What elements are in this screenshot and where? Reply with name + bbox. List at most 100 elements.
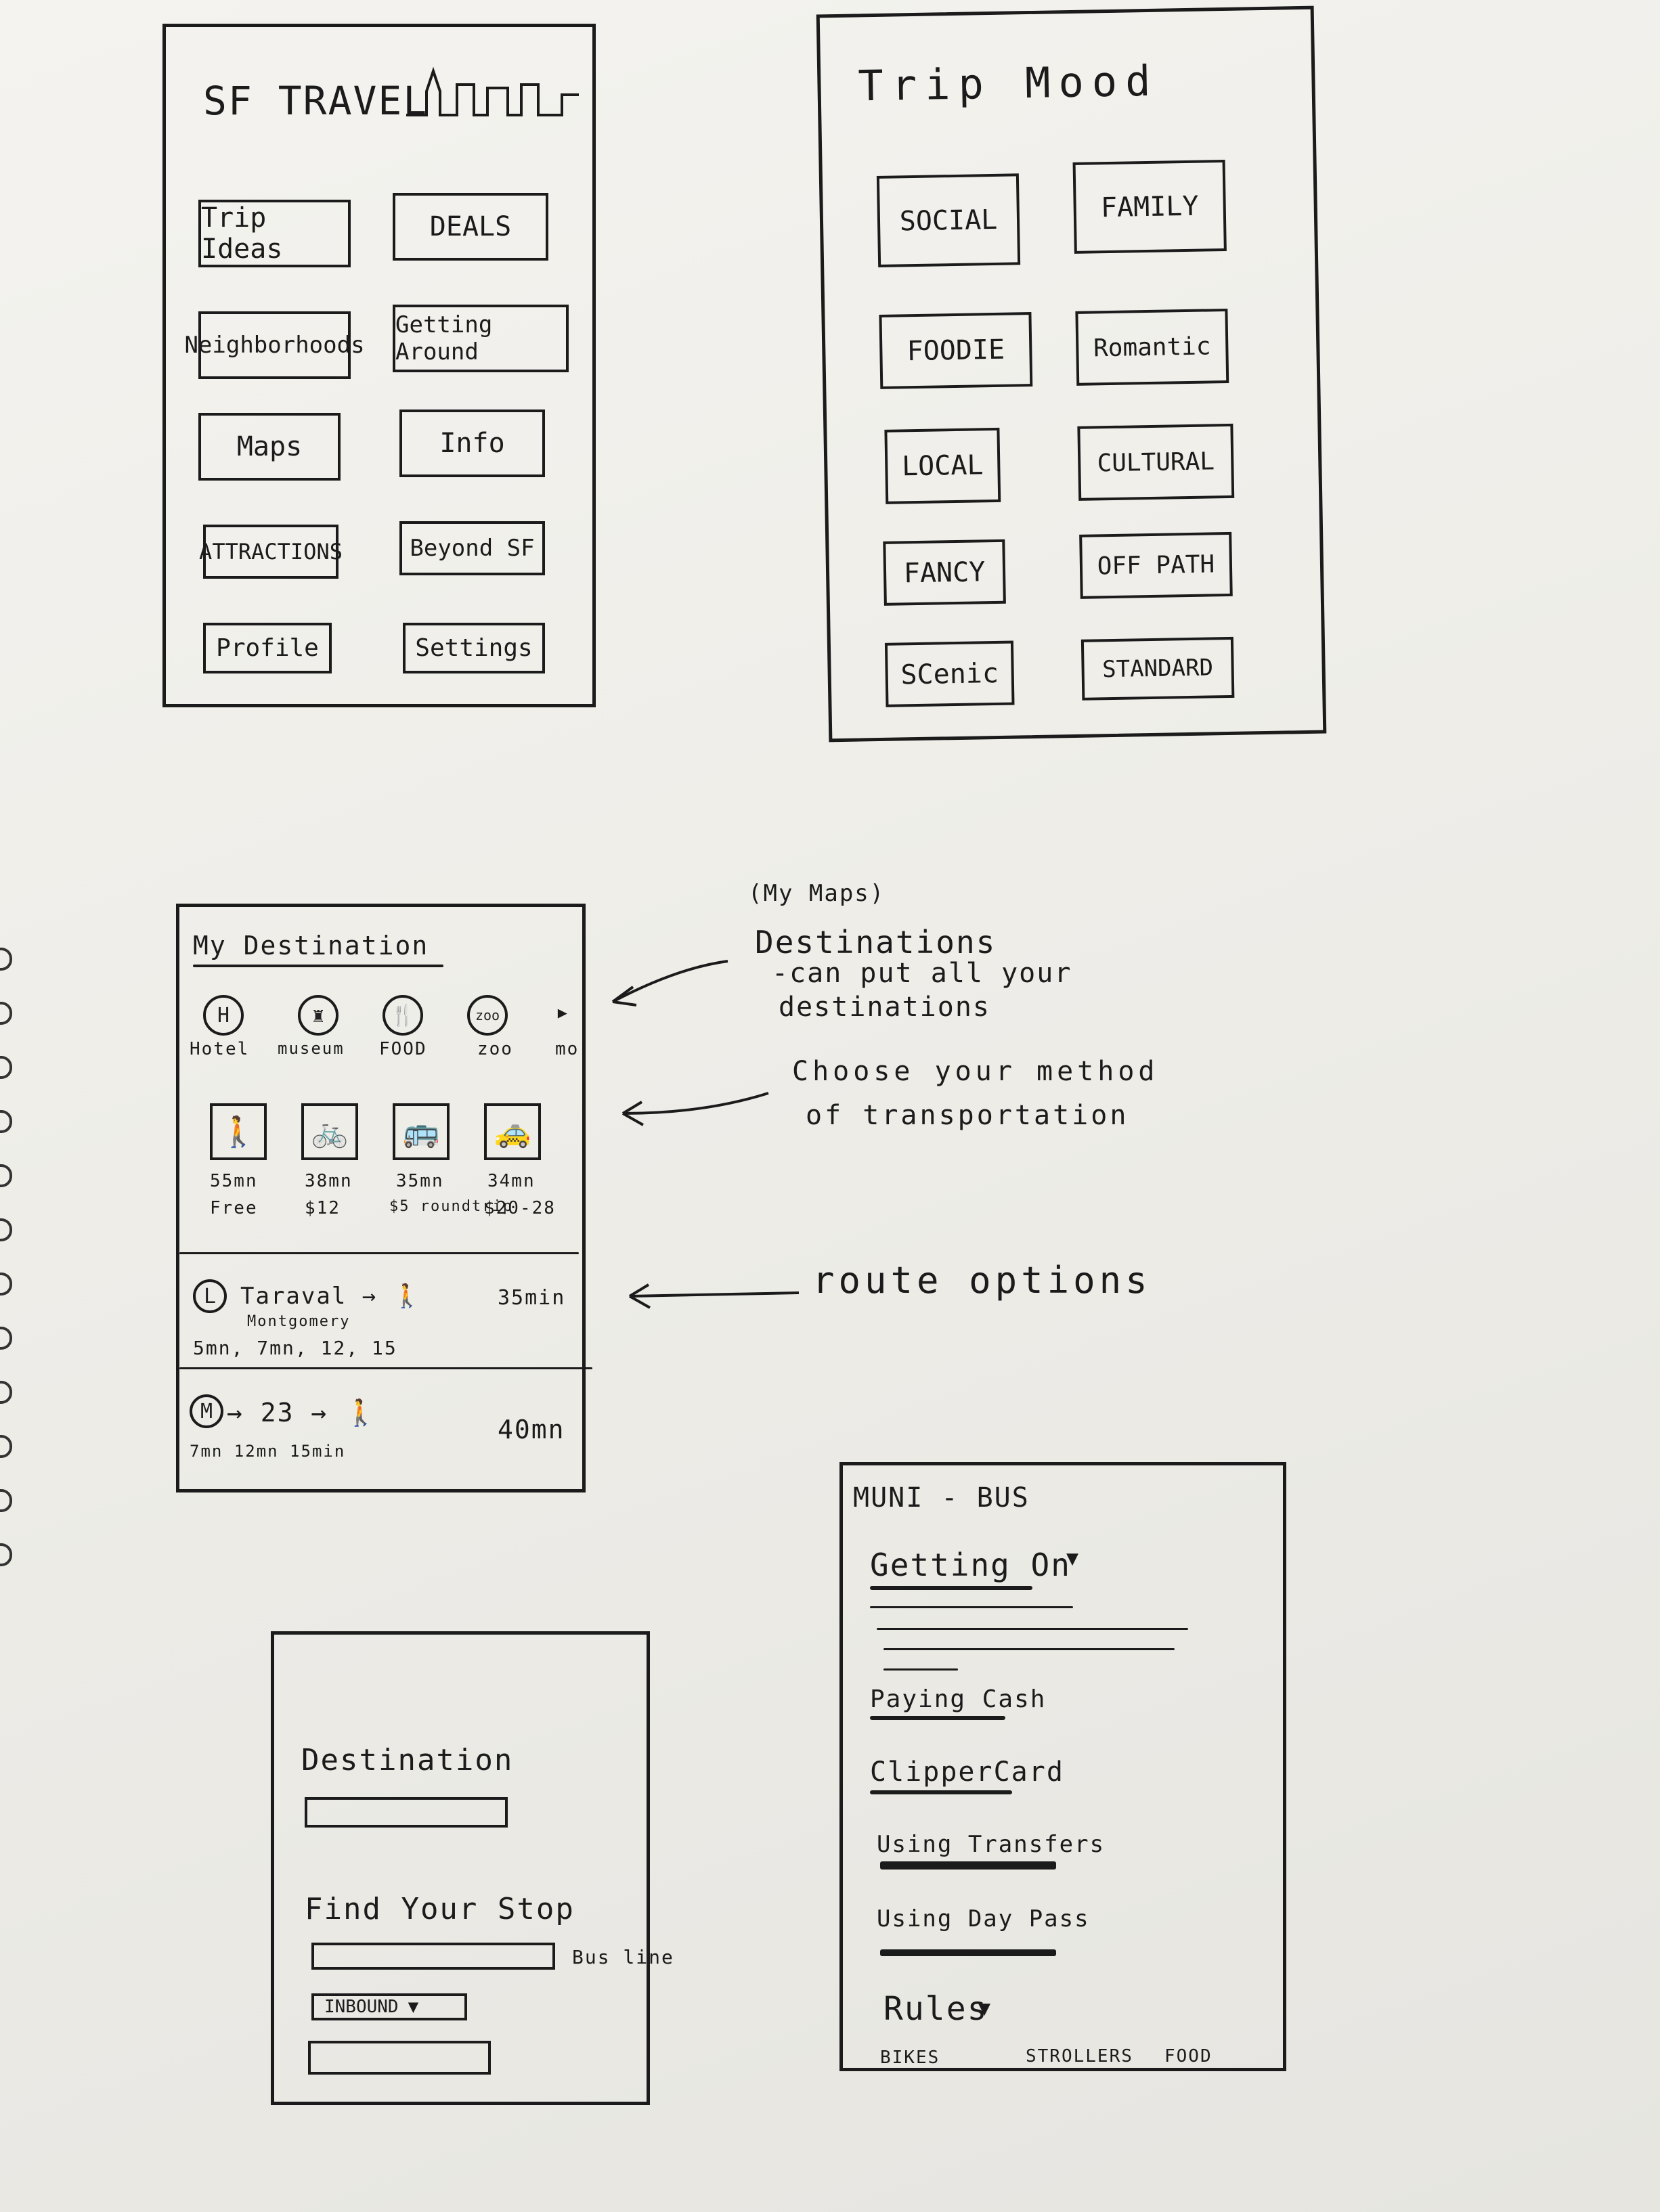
caret-down-icon: ▼ [978, 1997, 992, 2020]
section-paying-cash[interactable]: Paying Cash [870, 1685, 1047, 1713]
trip-mood-sketch: Trip Mood SOCIAL FAMILY FOODIE Romantic … [816, 5, 1327, 743]
mood-family-button[interactable]: FAMILY [1072, 159, 1227, 254]
maps-button[interactable]: Maps [198, 413, 341, 481]
zoo-label: zoo [477, 1039, 513, 1059]
hotel-label: Hotel [190, 1039, 250, 1059]
transfers-underline [880, 1861, 1056, 1870]
rules-food[interactable]: FOOD [1164, 2046, 1213, 2066]
getting-around-button[interactable]: Getting Around [393, 305, 569, 372]
museum-label: museum [278, 1039, 345, 1058]
info-button[interactable]: Info [399, 410, 545, 477]
route-duration: 35min [498, 1286, 566, 1310]
mood-off-path-button[interactable]: OFF PATH [1079, 531, 1233, 599]
section-using-day-pass[interactable]: Using Day Pass [877, 1905, 1090, 1932]
getting-on-underline [870, 1586, 1032, 1590]
rules-strollers[interactable]: STROLLERS [1026, 2046, 1133, 2066]
caret-down-icon: ▼ [1066, 1547, 1080, 1570]
day-pass-underline [880, 1949, 1056, 1956]
muni-bus-sketch: MUNI - BUS Getting On ▼ Paying Cash Clip… [839, 1462, 1286, 2071]
skyline-doodle [406, 66, 579, 116]
profile-button[interactable]: Profile [203, 623, 332, 673]
bike-cost: $12 [305, 1198, 341, 1218]
destination-label: Destination [301, 1743, 514, 1777]
route-duration: 40mn [498, 1415, 565, 1444]
title-underline [193, 965, 443, 967]
rules-bikes[interactable]: BIKES [880, 2048, 940, 2068]
mood-social-button[interactable]: SOCIAL [876, 173, 1021, 267]
annotation-transport-2: of transportation [806, 1100, 1129, 1131]
walk-time: 55mn [210, 1171, 258, 1191]
find-stop-sketch: Destination Find Your Stop Bus line INBO… [271, 1631, 673, 2105]
settings-button[interactable]: Settings [403, 623, 545, 673]
route-sub: Montgomery [247, 1313, 351, 1330]
zoo-icon[interactable]: zoo [467, 995, 508, 1036]
clippercard-underline [870, 1790, 1012, 1794]
find-stop-label: Find Your Stop [305, 1892, 575, 1926]
text-placeholder-line [877, 1628, 1188, 1630]
bus-time: 35mn [396, 1171, 444, 1191]
mood-fancy-button[interactable]: FANCY [883, 539, 1006, 606]
taxi-time: 34mn [487, 1171, 536, 1191]
annotation-destinations-sub2: destinations [779, 992, 990, 1023]
route-times: 7mn 12mn 15min [190, 1442, 346, 1461]
neighborhoods-button[interactable]: Neighborhoods [184, 311, 365, 379]
muni-title: MUNI - BUS [853, 1482, 1030, 1513]
direction-dropdown[interactable]: INBOUND ▼ [311, 1993, 467, 2020]
chevron-down-icon: ▼ [408, 1997, 419, 2017]
bike-icon[interactable]: 🚲 [301, 1103, 358, 1160]
more-label: mo [555, 1039, 580, 1059]
museum-icon[interactable]: ♜ [298, 995, 338, 1036]
section-rules[interactable]: Rules [883, 1990, 988, 2028]
mood-standard-button[interactable]: STANDARD [1080, 636, 1235, 701]
direction-value: INBOUND [324, 1997, 399, 2017]
destination-title: My Destination [193, 931, 429, 960]
mood-scenic-button[interactable]: SCenic [884, 640, 1015, 707]
attractions-button[interactable]: ATTRACTIONS [199, 525, 343, 579]
text-placeholder-line [883, 1648, 1175, 1650]
food-label: FOOD [379, 1039, 427, 1059]
annotation-destinations-sub1: -can put all your [772, 958, 1072, 989]
section-getting-on[interactable]: Getting On [870, 1547, 1071, 1583]
taxi-icon[interactable]: 🚕 [484, 1103, 541, 1160]
section-using-transfers[interactable]: Using Transfers [877, 1831, 1106, 1858]
stop-input[interactable] [308, 2041, 491, 2075]
food-icon[interactable]: 🍴 [383, 995, 423, 1036]
text-placeholder-line [870, 1606, 1073, 1608]
taxi-cost: $20-28 [484, 1198, 556, 1218]
divider [179, 1367, 592, 1369]
walk-cost: Free [210, 1198, 258, 1218]
trip-mood-title: Trip Mood [857, 56, 1160, 111]
bike-time: 38mn [305, 1171, 353, 1191]
hotel-icon[interactable]: H [203, 995, 244, 1036]
route-line: Taraval → 🚶 [240, 1283, 423, 1310]
bus-icon[interactable]: 🚌 [393, 1103, 450, 1160]
mood-cultural-button[interactable]: CULTURAL [1077, 423, 1235, 501]
annotation-destinations: Destinations [755, 924, 997, 960]
route-badge-l: L [193, 1279, 227, 1313]
route-badge-m: M [190, 1394, 223, 1428]
beyond-sf-button[interactable]: Beyond SF [399, 521, 545, 575]
trip-ideas-button[interactable]: Trip Ideas [198, 200, 351, 267]
bus-cost: $5 roundtrip [389, 1198, 513, 1215]
deals-button[interactable]: DEALS [393, 193, 548, 261]
route-line: → 23 → 🚶 [227, 1398, 378, 1428]
walk-icon[interactable]: 🚶 [210, 1103, 267, 1160]
divider [179, 1252, 579, 1254]
home-title: SF TRAVEL [203, 78, 429, 124]
route-times: 5mn, 7mn, 12, 15 [193, 1337, 397, 1359]
home-screen-sketch: SF TRAVEL Trip Ideas DEALS Neighborhoods… [162, 24, 596, 707]
bus-line-input[interactable] [311, 1943, 555, 1970]
destination-sketch: My Destination H ♜ 🍴 zoo ▸ Hotel museum … [176, 904, 592, 1492]
more-arrow-icon[interactable]: ▸ [555, 998, 571, 1026]
annotation-arrows [611, 960, 800, 1309]
mood-local-button[interactable]: LOCAL [884, 427, 1001, 504]
destination-input[interactable] [305, 1797, 508, 1828]
annotation-transport-1: Choose your method [792, 1056, 1159, 1087]
bus-line-side-label: Bus line [572, 1946, 674, 1968]
mood-romantic-button[interactable]: Romantic [1075, 308, 1229, 386]
annotation-routes: route options [812, 1259, 1152, 1302]
mood-foodie-button[interactable]: FOODIE [879, 312, 1033, 389]
text-placeholder-line [883, 1668, 958, 1671]
section-clippercard[interactable]: ClipperCard [870, 1756, 1064, 1788]
